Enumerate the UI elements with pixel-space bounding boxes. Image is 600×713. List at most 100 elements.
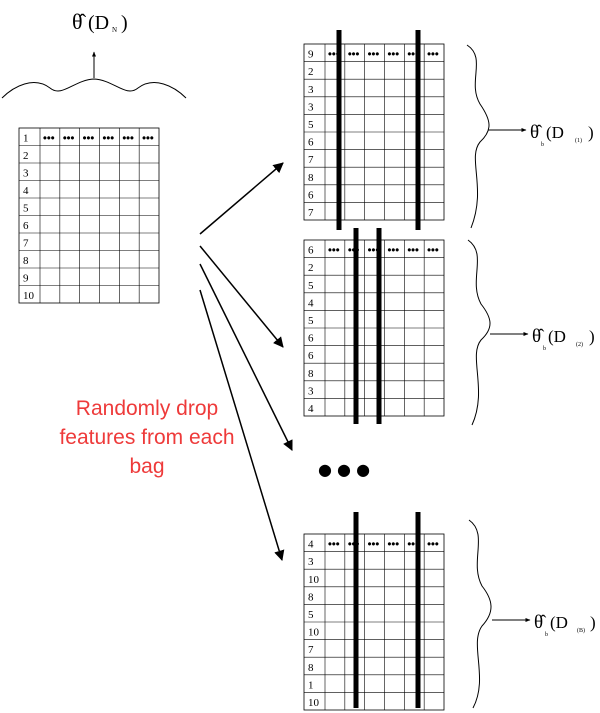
estimate-subscript: (2) [576,341,583,348]
row-id-label: 10 [23,290,35,302]
row-id-label: 3 [23,168,29,180]
row-id-label: 3 [308,84,314,96]
row-id-label: 4 [308,539,314,551]
estimate-close: ) [588,123,594,142]
feature-ellipsis: ••• [368,49,380,61]
top-brace [1,78,187,99]
row-id-label: 5 [308,119,314,131]
row-id-label: 8 [23,255,29,267]
feature-ellipsis: ••• [142,133,154,145]
row-id-label: 7 [23,238,29,250]
row-id-label: 4 [308,403,314,415]
bag-1-table: 9 2 3 3 5 6 7 8 6 7 ••• ••• ••• ••• ••• ••• [303,30,445,230]
row-id-label: 10 [308,627,320,639]
estimate-subscript: (B) [577,627,585,634]
feature-ellipsis: ••• [368,539,380,551]
bag-1-brace [466,44,490,229]
row-id-label: 7 [308,154,314,166]
feature-ellipsis: ••• [407,49,419,61]
row-id-label: 10 [308,697,320,709]
caption-line-2: features from each [59,426,234,449]
row-id-label: 8 [308,172,314,184]
feature-ellipsis: ••• [328,49,340,61]
feature-ellipsis: ••• [407,245,419,257]
more-bags-ellipsis: ● ● ● [318,460,370,479]
row-id-label: 9 [308,49,314,61]
theta-hat-symbol: θ̂ [72,9,87,34]
theta-hat-symbol: θ̂ [534,612,546,633]
estimate-subscript: (1) [575,137,582,144]
feature-ellipsis: ••• [328,245,340,257]
estimate-b-subscript: b [541,142,544,148]
row-id-label: 6 [308,245,314,257]
arrow-to-bag-2 [199,245,284,348]
feature-ellipsis: ••• [427,49,439,61]
estimate-close: ) [589,327,595,346]
caption-line-3: bag [129,455,164,478]
row-id-label: 6 [308,333,314,345]
theta-hat-symbol: θ̂ [532,326,544,347]
row-id-label: 5 [308,609,314,621]
estimate-open: (D [550,613,568,632]
row-id-label: 5 [23,203,29,215]
feature-ellipsis: ••• [348,49,360,61]
bag-B-brace [468,519,492,709]
row-id-label: 4 [23,185,29,197]
row-id-label: 9 [23,273,29,285]
feature-ellipsis: ••• [103,133,115,145]
caption-line-1: Randomly drop [76,397,218,420]
feature-ellipsis: ••• [388,49,400,61]
estimate-b-subscript: b [543,346,546,352]
row-id-label: 8 [308,591,314,603]
bag-1-estimate: θ̂ b (D (1) ) [530,122,594,148]
bag-B-estimate: θ̂ b (D (B) ) [534,612,596,638]
row-id-label: 10 [308,574,320,586]
row-id-label: 6 [308,350,314,362]
row-id-label: 6 [308,189,314,201]
feature-ellipsis: ••• [407,539,419,551]
feature-ellipsis: ••• [388,245,400,257]
row-id-label: 2 [308,66,314,78]
estimate-b-subscript: b [545,632,548,638]
theta-hat-symbol: θ̂ [530,122,542,143]
feature-ellipsis: ••• [63,133,75,145]
row-id-label: 6 [23,220,29,232]
arrow-to-more-bags [199,263,293,451]
estimate-close: ) [121,12,128,34]
row-id-label: 3 [308,385,314,397]
row-id-label: 8 [308,662,314,674]
row-id-label: 3 [308,556,314,568]
feature-ellipsis: ••• [83,133,95,145]
arrow-to-bag-B [199,289,285,562]
full-data-estimate: θ̂ (D N ) [72,9,128,34]
row-id-label: 5 [308,280,314,292]
estimate-close: ) [590,613,596,632]
row-id-label: 1 [23,133,29,145]
feature-ellipsis: ••• [427,245,439,257]
row-id-label: 2 [308,262,314,274]
bag-2-brace [467,239,491,426]
row-id-label: 8 [308,368,314,380]
row-id-label: 2 [23,150,29,162]
bag-2-estimate: θ̂ b (D (2) ) [532,326,595,352]
feature-ellipsis: ••• [368,245,380,257]
row-id-label: 4 [308,297,314,309]
row-id-label: 6 [308,137,314,149]
feature-ellipsis: ••• [328,539,340,551]
row-id-label: 7 [308,207,314,219]
original-dataset-table: 1 2 3 4 5 6 7 8 9 10 ••• ••• ••• ••• ••• ••• [18,127,160,304]
row-id-label: 7 [308,644,314,656]
feature-ellipsis: ••• [43,133,55,145]
arrow-to-bag-1 [199,162,284,235]
row-id-label: 1 [308,679,314,691]
estimate-open: (D [546,123,564,142]
row-id-label: 3 [308,101,314,113]
feature-ellipsis: ••• [388,539,400,551]
feature-ellipsis: ••• [122,133,134,145]
feature-ellipsis: ••• [427,539,439,551]
caption: Randomly drop features from each bag [59,397,234,478]
estimate-open: (D [88,12,109,34]
